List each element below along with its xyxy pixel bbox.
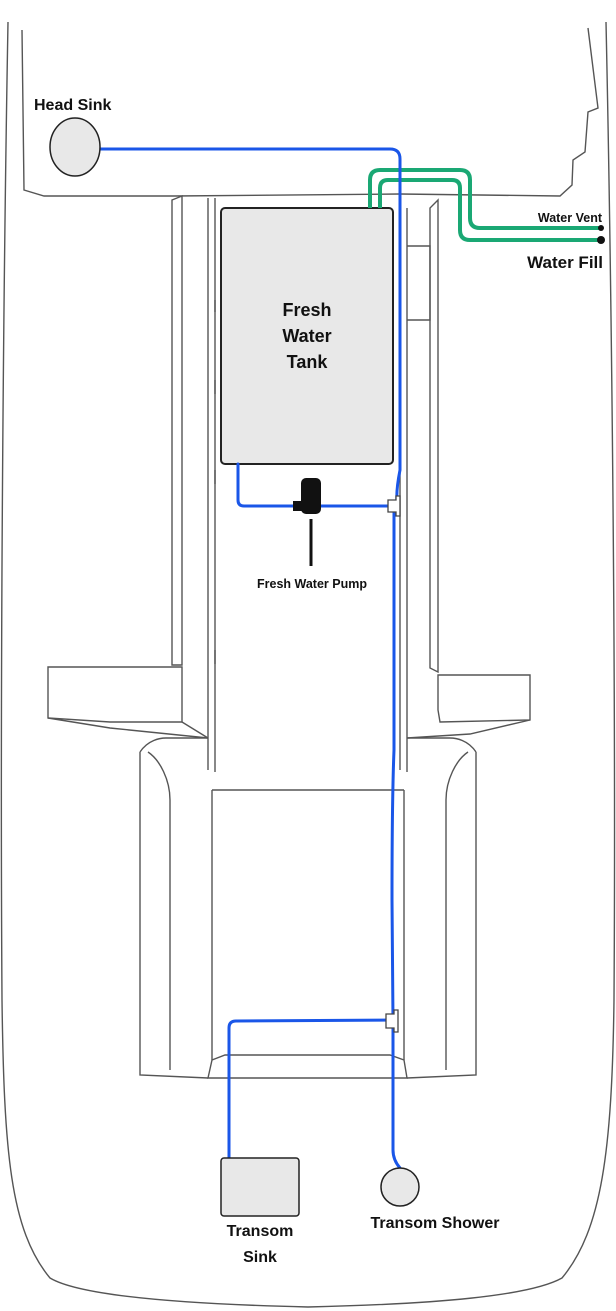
water-fill-label: Water Fill: [527, 253, 603, 272]
port-stringer: [171, 194, 183, 666]
transom-shower-line: [391, 1018, 402, 1170]
water-fill-fitting: [597, 236, 605, 244]
water-fill-line: [378, 178, 601, 242]
tank-to-pump-line: [236, 462, 397, 508]
port-crossbeam-lower: [47, 717, 209, 739]
transom-shower-label: Transom Shower: [371, 1215, 500, 1232]
water-vent-fitting: [598, 225, 604, 231]
aft-tee-fitting: [385, 1009, 399, 1033]
port-crossbeam: [47, 666, 183, 723]
transom-shower: [380, 1167, 420, 1207]
stbd-box: [407, 245, 431, 321]
aft-stbd-wall: [406, 737, 477, 1079]
transom-sink-label-line2: Sink: [243, 1249, 277, 1266]
pump-tee-fitting: [387, 495, 401, 517]
tank-label-line1: Fresh: [282, 300, 331, 320]
water-vent-line: [368, 168, 601, 230]
supply-lines: [98, 147, 402, 1170]
tank-label-line3: Tank: [287, 352, 329, 372]
tank-label-line2: Water: [282, 326, 331, 346]
aft-inner-port: [147, 751, 171, 1070]
transom-sink: [220, 1157, 300, 1217]
main-aft-line: [390, 504, 396, 1022]
transom-sink-label-line1: Transom: [227, 1223, 294, 1240]
pump-label: Fresh Water Pump: [257, 577, 367, 591]
aft-sump: [207, 1054, 408, 1079]
stbd-crossbeam: [437, 674, 531, 723]
center-channel-left: [207, 198, 216, 772]
transom-sink-line: [227, 1018, 395, 1162]
hull-outline: [0, 21, 616, 1308]
stbd-crossbeam-lower: [406, 719, 531, 739]
aft-bulkhead: [211, 789, 405, 1060]
stbd-stringer: [429, 198, 439, 674]
fresh-water-tank: [220, 207, 394, 465]
fresh-water-pump: [293, 478, 321, 566]
head-sink: [49, 117, 101, 177]
aft-port-wall: [139, 737, 209, 1079]
water-vent-label: Water Vent: [538, 211, 603, 225]
head-sink-label: Head Sink: [34, 97, 111, 114]
fill-vent-lines: [368, 168, 601, 242]
aft-inner-stbd: [445, 751, 469, 1070]
forward-deck: [21, 27, 599, 197]
head-sink-line: [98, 147, 402, 504]
